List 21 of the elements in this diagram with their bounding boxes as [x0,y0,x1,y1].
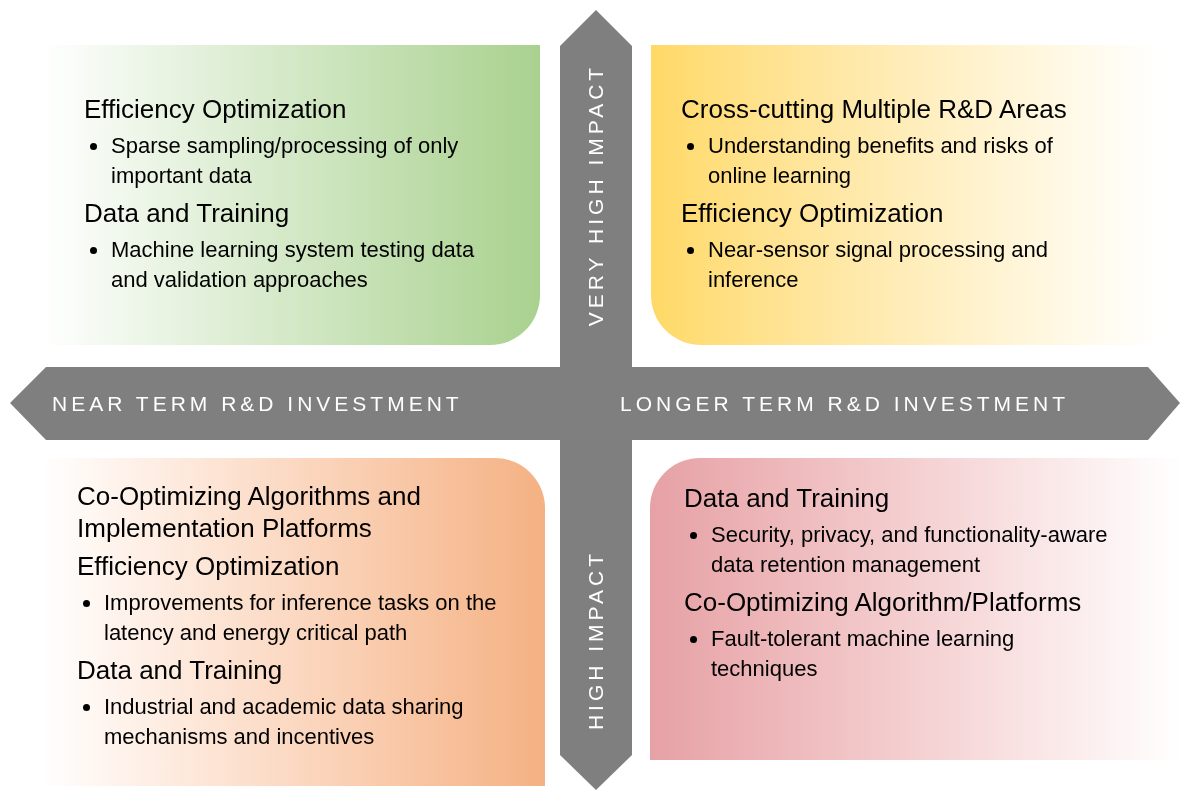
bullet-text: Understanding benefits and risks of online learning [708,132,1054,190]
section-heading: Data and Training [84,197,291,229]
bullet-text: Security, privacy, and functionality-aware data retention management [711,521,1109,579]
section-heading: Efficiency Optimization [681,197,945,229]
section-heading: Cross-cutting Multiple R&D Areas [681,93,1068,125]
axis-label: HIGH IMPACT [584,549,608,731]
bullet-text: Fault-tolerant machine learning techniques [711,625,1016,683]
axis-label: LONGER TERM R&D INVESTMENT [620,392,1069,416]
section-heading: Co-Optimizing Algorithms and Implementation Platforms [77,480,422,544]
axis-label: NEAR TERM R&D INVESTMENT [52,392,463,416]
axis-label: VERY HIGH IMPACT [584,63,608,327]
section-heading: Efficiency Optimization [77,550,341,582]
bullet-text: Machine learning system testing data and validation approaches [111,236,476,294]
bullet-text: Sparse sampling/processing of only important data [111,132,460,190]
bullet-text: Near-sensor signal processing and inference [708,236,1049,294]
section-heading: Data and Training [684,482,891,514]
section-heading: Efficiency Optimization [84,93,348,125]
section-heading: Co-Optimizing Algorithm/Platforms [684,586,1083,618]
bullet-text: Improvements for inference tasks on the latency and energy critical path [104,589,498,647]
section-heading: Data and Training [77,654,284,686]
bullet-text: Industrial and academic data sharing mechanisms and incentives [104,693,465,751]
